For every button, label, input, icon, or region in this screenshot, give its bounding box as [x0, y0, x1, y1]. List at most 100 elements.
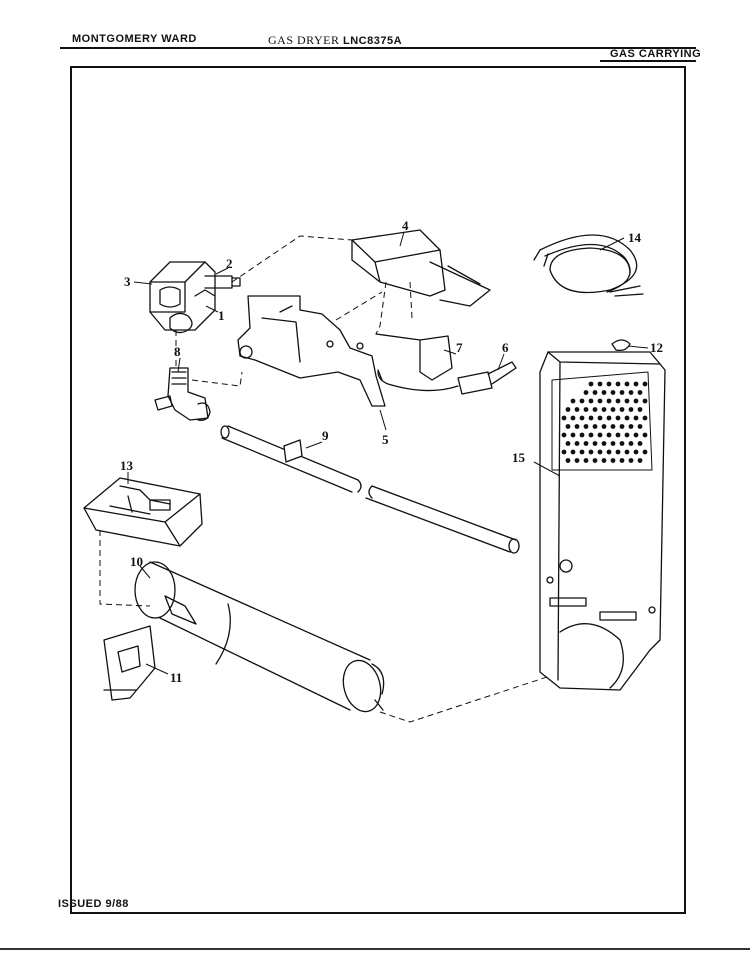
perforation-hole [583, 424, 589, 429]
perforation-hole [637, 390, 643, 395]
perforation-hole [642, 432, 648, 438]
perforation-hole [628, 424, 634, 429]
perforation-hole [583, 441, 589, 446]
perforation-hole [642, 415, 648, 421]
header-rule [60, 47, 696, 49]
perforation-hole [588, 398, 594, 404]
perforation-hole [574, 441, 580, 446]
callout-6: 6 [502, 340, 509, 355]
perforation-hole [565, 441, 571, 446]
callout-11: 11 [170, 670, 182, 685]
perforation-hole [633, 432, 639, 438]
perforation-hole [597, 432, 603, 438]
perforation-hole [579, 432, 585, 438]
support-bracket-part [103, 625, 156, 701]
perforation-hole [637, 424, 643, 429]
perforation-hole [592, 424, 598, 429]
perforation-hole [570, 415, 576, 421]
perforation-hole [628, 407, 634, 412]
perforation-hole [601, 441, 607, 446]
perforation-hole [628, 458, 634, 463]
callout-3: 3 [124, 274, 131, 289]
perforation-hole [601, 458, 607, 463]
bottom-rule [0, 948, 750, 950]
clip-part [611, 339, 631, 352]
perforation-hole [606, 398, 612, 404]
perforation-hole [588, 415, 594, 421]
callout-12: 12 [650, 340, 663, 355]
perforation-hole [606, 415, 612, 421]
perforation-hole [606, 449, 612, 455]
perforation-hole [561, 415, 567, 421]
perforation-hole [610, 407, 616, 412]
perforation-hole [615, 415, 621, 421]
perforation-hole [615, 398, 621, 404]
product-label: GAS DRYER [268, 33, 340, 47]
perforation-hole [633, 415, 639, 421]
perforation-hole [619, 441, 625, 446]
igniter-part [377, 361, 517, 395]
perforation-hole [570, 432, 576, 438]
burner-tube-part [220, 425, 520, 554]
perforation-hole [592, 458, 598, 463]
perforation-hole [633, 381, 639, 387]
perforation-hole [642, 449, 648, 455]
perforation-hole [570, 449, 576, 455]
perforation-hole [597, 449, 603, 455]
perforation-hole [624, 381, 630, 387]
perforation-hole [561, 432, 567, 438]
perforation-hole [565, 407, 571, 412]
perforation-hole [592, 441, 598, 446]
perforation-hole [619, 390, 625, 395]
perforation-hole [642, 398, 648, 404]
perforation-hole [637, 407, 643, 412]
perforation-hole [633, 398, 639, 404]
perforation-hole [601, 424, 607, 429]
callout-14: 14 [628, 230, 642, 245]
perforation-hole [619, 458, 625, 463]
perforation-hole [579, 449, 585, 455]
perforation-hole [610, 424, 616, 429]
perforation-hole [597, 415, 603, 421]
perforation-hole [610, 458, 616, 463]
perforation-hole [588, 449, 594, 455]
leader-lines [127, 231, 649, 675]
perforation-hole [624, 415, 630, 421]
housing-perforations [561, 381, 648, 463]
perforation-hole [570, 398, 576, 404]
perforation-hole [610, 390, 616, 395]
shield-part [375, 333, 453, 381]
perforation-hole [574, 407, 580, 412]
perforation-hole [615, 449, 621, 455]
perforation-hole [597, 381, 603, 387]
section-label: GAS CARRYING [610, 48, 702, 60]
callout-13: 13 [120, 458, 134, 473]
perforation-hole [574, 458, 580, 463]
callout-5: 5 [382, 432, 389, 447]
callout-15: 15 [512, 450, 526, 465]
perforation-hole [583, 458, 589, 463]
wire-harness-part [533, 234, 644, 297]
perforation-hole [615, 381, 621, 387]
perforation-hole [642, 381, 648, 387]
orifice-elbow-part [154, 367, 211, 421]
perforation-hole [615, 432, 621, 438]
perforation-hole [637, 458, 643, 463]
perforation-hole [583, 407, 589, 412]
perforation-hole [610, 441, 616, 446]
perforation-hole [633, 449, 639, 455]
brand-label: MONTGOMERY WARD [72, 33, 197, 45]
mounting-bracket-part [237, 295, 386, 407]
perforation-hole [606, 381, 612, 387]
perforation-hole [565, 424, 571, 429]
perforation-hole [579, 415, 585, 421]
assembly-lines [99, 235, 551, 723]
callout-2: 2 [226, 256, 233, 271]
callout-8: 8 [174, 344, 181, 359]
callout-4: 4 [402, 218, 409, 233]
perforation-hole [592, 407, 598, 412]
perforation-hole [583, 390, 589, 395]
callout-1: 1 [218, 308, 225, 323]
perforation-hole [565, 458, 571, 463]
